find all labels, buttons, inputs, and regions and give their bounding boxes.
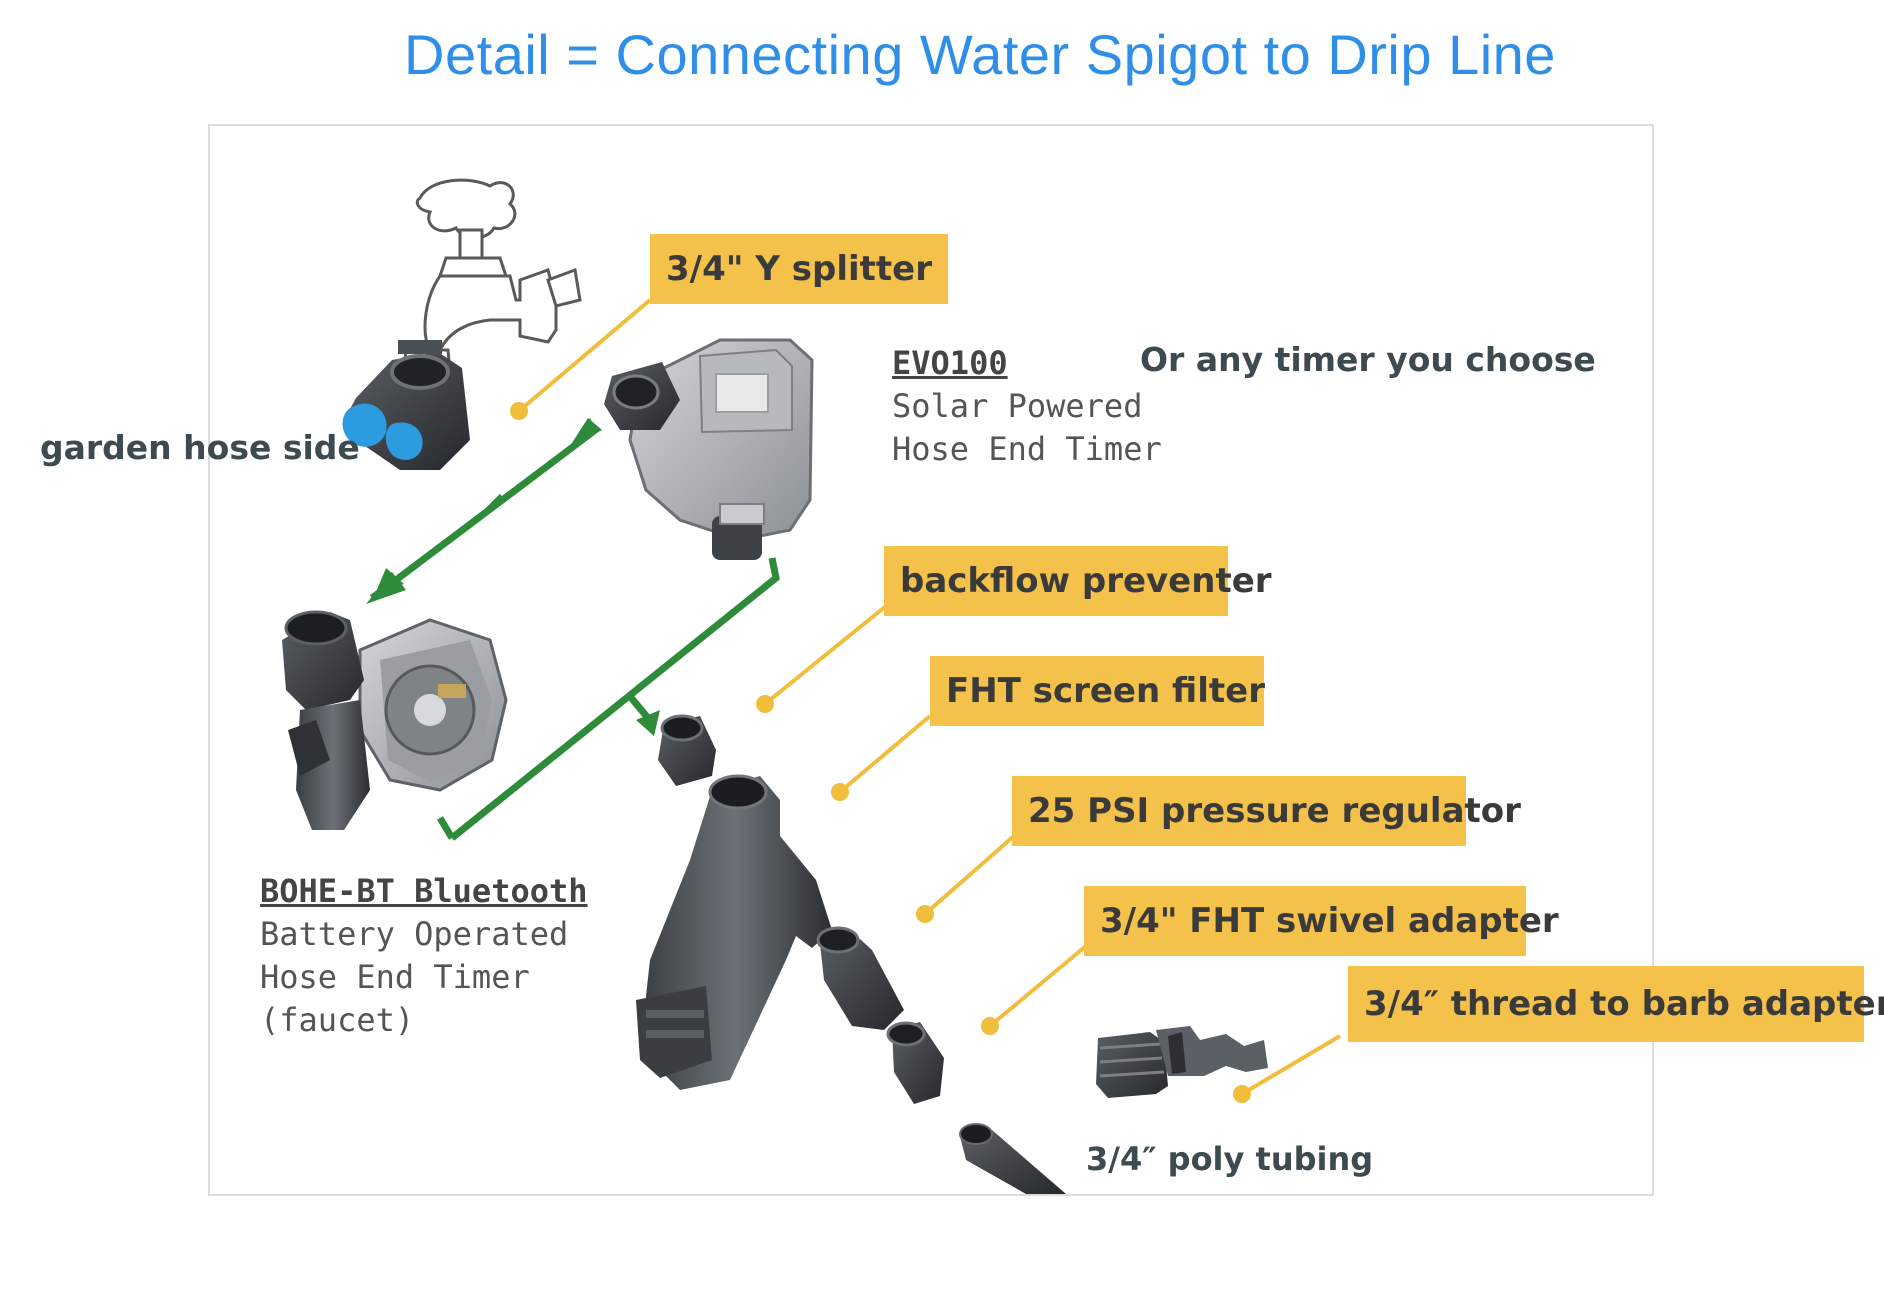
page-title: Detail = Connecting Water Spigot to Drip… bbox=[404, 23, 1556, 86]
connection-arrows bbox=[366, 418, 780, 841]
barb-adapter-icon bbox=[1096, 1026, 1268, 1098]
bohe-bt-line3: Hose End Timer bbox=[260, 958, 530, 996]
barb-adapter-callout: 3/4″ thread to barb adapter bbox=[1348, 966, 1884, 1042]
swivel-adapter-callout: 3/4" FHT swivel adapter bbox=[1084, 886, 1559, 956]
evo100-line2: Solar Powered bbox=[892, 387, 1143, 425]
poly-tubing-label: 3/4″ poly tubing bbox=[1086, 1140, 1374, 1178]
pressure-regulator-icon bbox=[816, 926, 904, 1030]
evo100-caption: EVO100 Solar Powered Hose End Timer bbox=[892, 342, 1162, 471]
bohe-bt-line2: Battery Operated bbox=[260, 915, 569, 953]
garden-hose-side-label: garden hose side bbox=[40, 428, 360, 467]
bohe-bt-caption: BOHE-BT Bluetooth Battery Operated Hose … bbox=[260, 870, 588, 1042]
evo100-line3: Hose End Timer bbox=[892, 430, 1162, 468]
poly-tubing-icon bbox=[959, 1123, 1066, 1194]
bohe-bt-line4: (faucet) bbox=[260, 1001, 415, 1039]
y-splitter-icon bbox=[342, 340, 470, 470]
bohe-bt-model: BOHE-BT Bluetooth bbox=[260, 872, 588, 910]
evo100-model: EVO100 bbox=[892, 344, 1008, 382]
solar-timer-icon bbox=[604, 338, 814, 560]
pressure-regulator-callout: 25 PSI pressure regulator bbox=[1012, 776, 1521, 846]
y-splitter-callout: 3/4" Y splitter bbox=[650, 234, 948, 304]
screen-filter-callout: FHT screen filter bbox=[930, 656, 1265, 726]
any-timer-label: Or any timer you choose bbox=[1140, 340, 1596, 379]
bluetooth-timer-icon bbox=[282, 610, 508, 830]
backflow-callout: backflow preventer bbox=[884, 546, 1272, 616]
leader-lines bbox=[510, 298, 1342, 1103]
screen-filter-icon bbox=[636, 774, 832, 1090]
backflow-preventer-icon bbox=[658, 714, 716, 786]
swivel-adapter-icon bbox=[886, 1021, 944, 1104]
